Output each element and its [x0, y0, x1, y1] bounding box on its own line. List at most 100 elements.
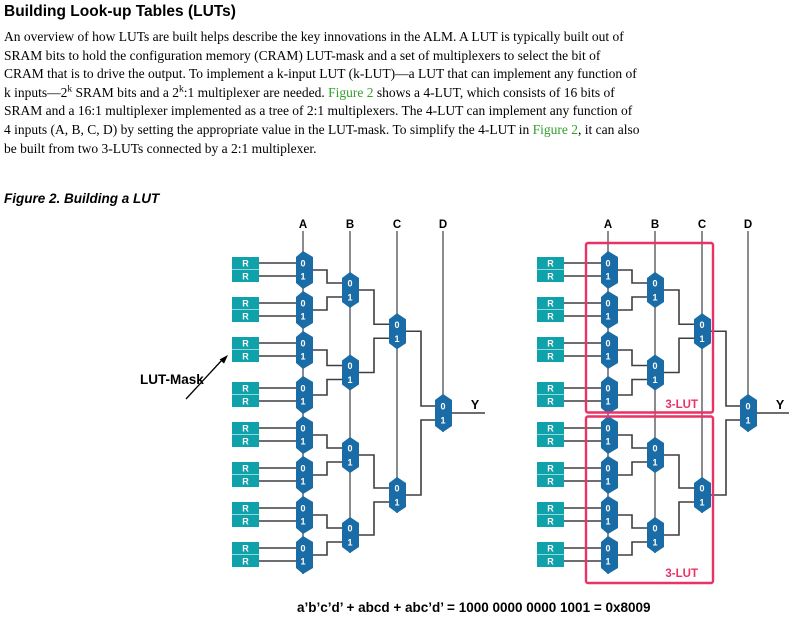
input-label: B: [651, 219, 659, 231]
mux-port-label: 1: [652, 538, 657, 548]
text-run: k inputs—2: [4, 84, 68, 100]
figure2-link[interactable]: Figure 2: [532, 121, 578, 137]
mux-port-label: 1: [300, 437, 305, 447]
sram-bit-label: R: [547, 384, 554, 394]
mux-port-label: 0: [605, 339, 610, 349]
output-label: Y: [776, 398, 785, 412]
mux-port-label: 0: [605, 384, 610, 394]
mux-2to1: [296, 536, 313, 574]
text-run: :1 multiplexer are needed.: [183, 84, 329, 100]
mux-port-label: 0: [394, 320, 399, 330]
mux-port-label: 0: [300, 464, 305, 474]
sram-bit-label: R: [242, 464, 249, 474]
sram-bit-label: R: [242, 299, 249, 309]
mux-port-label: 0: [605, 299, 610, 309]
paragraph-line: An overview of how LUTs are built helps …: [4, 28, 788, 47]
sram-bit-label: R: [547, 259, 554, 269]
section-heading: Building Look-up Tables (LUTs): [4, 3, 236, 20]
mux-port-label: 1: [394, 498, 399, 508]
mux-2to1: [647, 272, 664, 308]
mux-2to1: [647, 517, 664, 553]
wire: [313, 378, 342, 396]
mux-port-label: 1: [605, 312, 610, 322]
mux-2to1: [296, 456, 313, 494]
mux-port-label: 1: [745, 416, 750, 426]
sram-bit-label: R: [242, 424, 249, 434]
mux-2to1: [601, 291, 618, 329]
sram-bit-label: R: [547, 504, 554, 514]
sram-bit-label: R: [547, 464, 554, 474]
mux-port-label: 1: [440, 416, 445, 426]
mux-port-label: 0: [347, 524, 352, 534]
input-label: A: [299, 219, 307, 231]
input-label: D: [439, 219, 447, 231]
mux-2to1: [389, 313, 406, 350]
paragraph-line: 4 inputs (A, B, C, D) by setting the app…: [4, 121, 788, 140]
mux-2to1: [342, 517, 359, 553]
sram-bit-label: R: [547, 339, 554, 349]
mux-port-label: 1: [605, 437, 610, 447]
input-label: C: [698, 219, 706, 231]
wire: [313, 541, 342, 556]
mux-2to1: [296, 496, 313, 534]
mux-port-label: 0: [300, 504, 305, 514]
wire: [711, 419, 740, 496]
mux-port-label: 0: [745, 402, 750, 412]
mux-port-label: 0: [652, 524, 657, 534]
sram-bit-label: R: [547, 312, 554, 322]
input-label: D: [744, 219, 752, 231]
wire: [664, 337, 694, 374]
wire: [618, 269, 647, 284]
wire: [313, 461, 342, 476]
wire: [618, 296, 647, 311]
mux-port-label: 0: [699, 484, 704, 494]
three-lut-box: [584, 415, 715, 585]
figure-formula: a’b’c’d’ + abcd + abc’d’ = 1000 0000 000…: [297, 600, 651, 615]
sram-bit-label: R: [242, 272, 249, 282]
mux-2to1: [296, 416, 313, 454]
mux-2to1: [342, 272, 359, 308]
three-lut-label: 3-LUT: [665, 399, 698, 411]
wire: [313, 296, 342, 311]
mux-2to1: [601, 456, 618, 494]
three-lut-label: 3-LUT: [665, 568, 698, 580]
mux-2to1: [296, 251, 313, 289]
sram-bit-label: R: [242, 504, 249, 514]
text-run: , it can also: [577, 121, 640, 137]
wire: [406, 330, 435, 407]
mux-port-label: 1: [300, 352, 305, 362]
sram-bit-label: R: [547, 424, 554, 434]
wire: [313, 349, 342, 367]
paragraph-line: SRAM bits to hold the configuration memo…: [4, 47, 788, 66]
text-run: SRAM and a 16:1 multiplexer implemented …: [4, 103, 633, 119]
wire: [618, 378, 647, 396]
wire: [664, 454, 694, 489]
wire: [359, 289, 389, 326]
mux-port-label: 1: [300, 517, 305, 527]
sram-bit-label: R: [547, 352, 554, 362]
mux-2to1: [435, 394, 452, 432]
mux-port-label: 0: [300, 424, 305, 434]
text-run: shows a 4-LUT, which consists of 16 bits…: [373, 84, 615, 100]
sram-bit-label: R: [242, 259, 249, 269]
mux-port-label: 0: [394, 484, 399, 494]
mux-port-label: 0: [605, 424, 610, 434]
mux-port-label: 0: [605, 544, 610, 554]
body-paragraph: An overview of how LUTs are built helps …: [4, 28, 788, 158]
mux-port-label: 1: [347, 458, 352, 468]
sram-bit-label: R: [547, 299, 554, 309]
mux-port-label: 1: [605, 477, 610, 487]
mux-port-label: 1: [394, 334, 399, 344]
mux-2to1: [647, 437, 664, 473]
wire: [406, 419, 435, 496]
wire: [359, 501, 389, 536]
figure2-link[interactable]: Figure 2: [328, 84, 374, 100]
sram-bit-label: R: [242, 384, 249, 394]
sram-bit-label: R: [242, 352, 249, 362]
text-run: CRAM that is to drive the output. To imp…: [4, 66, 637, 82]
mux-port-label: 1: [347, 375, 352, 385]
mux-port-label: 1: [605, 517, 610, 527]
sram-bit-label: R: [547, 544, 554, 554]
